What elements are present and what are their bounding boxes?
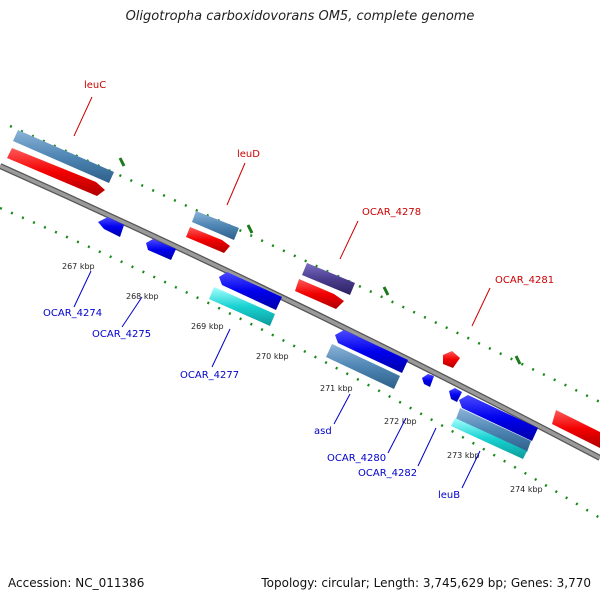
label-OCAR_4280[interactable]: OCAR_4280: [327, 453, 386, 464]
genome-title: Oligotropha carboxidovorans OM5, complet…: [125, 9, 475, 24]
OCAR_4280-blue-cds[interactable]: [422, 374, 434, 387]
leuC-steelblue-feature[interactable]: [13, 130, 114, 183]
tick-269kbp: 269 kbp: [191, 322, 224, 331]
leuB-steelblue-feature[interactable]: [456, 408, 531, 452]
outer-major-ticks: [118, 157, 522, 365]
label-OCAR_4281[interactable]: OCAR_4281: [495, 275, 554, 286]
genome-summary-text: Topology: circular; Length: 3,745,629 bp…: [261, 576, 591, 590]
OCAR_4277-blue-cds[interactable]: [219, 272, 282, 310]
accession-text: Accession: NC_011386: [8, 576, 145, 590]
label-OCAR_4282[interactable]: OCAR_4282: [358, 468, 417, 479]
inner-dot-track: [0, 206, 600, 520]
leuB-blue-cds[interactable]: [459, 395, 538, 441]
OCAR_4278-red-cds[interactable]: [295, 279, 344, 309]
tick-273kbp: 273 kbp: [447, 451, 480, 460]
leuC-gene[interactable]: [7, 130, 114, 196]
leuB-cyan-feature[interactable]: [451, 418, 527, 459]
tick-272kbp: 272 kbp: [384, 417, 417, 426]
right-edge-red-cds[interactable]: [552, 410, 600, 448]
label-OCAR_4275[interactable]: OCAR_4275: [92, 329, 151, 340]
tick-274kbp: 274 kbp: [510, 485, 543, 494]
OCAR_4275-blue-cds[interactable]: [146, 239, 176, 260]
label-OCAR_4278[interactable]: OCAR_4278: [362, 207, 421, 218]
label-OCAR_4277[interactable]: OCAR_4277: [180, 370, 239, 381]
leuD-steelblue-feature[interactable]: [192, 211, 239, 240]
asd-steelblue-feature[interactable]: [326, 344, 400, 389]
label-leuD[interactable]: leuD: [237, 149, 260, 160]
label-leuB[interactable]: leuB: [438, 490, 460, 501]
forward-labels: leuC leuD OCAR_4278 OCAR_4281: [73, 80, 554, 327]
asd-gene[interactable]: [326, 330, 408, 389]
leuC-red-cds[interactable]: [7, 148, 105, 196]
label-leuC[interactable]: leuC: [84, 80, 106, 91]
OCAR_4277-cyan-feature[interactable]: [209, 287, 275, 326]
leuD-gene[interactable]: [186, 211, 239, 253]
label-OCAR_4274[interactable]: OCAR_4274: [43, 308, 102, 319]
tick-268kbp: 268 kbp: [126, 292, 159, 301]
OCAR_4278-gene[interactable]: [295, 263, 355, 309]
label-asd[interactable]: asd: [314, 426, 332, 437]
tick-271kbp: 271 kbp: [320, 384, 353, 393]
reverse-labels: OCAR_4274 OCAR_4275 OCAR_4277 asd OCAR_4…: [43, 270, 481, 501]
asd-blue-cds[interactable]: [335, 330, 408, 373]
leuD-red-cds[interactable]: [186, 227, 230, 253]
OCAR_4274-blue-cds[interactable]: [98, 217, 124, 237]
OCAR_4281-red-cds[interactable]: [443, 351, 460, 368]
leuB-gene[interactable]: [451, 395, 538, 459]
tick-270kbp: 270 kbp: [256, 352, 289, 361]
tick-267kbp: 267 kbp: [62, 262, 95, 271]
OCAR_4277-gene[interactable]: [209, 272, 282, 326]
OCAR_4282-blue-cds[interactable]: [449, 388, 462, 402]
OCAR_4278-purple-feature[interactable]: [302, 263, 355, 295]
